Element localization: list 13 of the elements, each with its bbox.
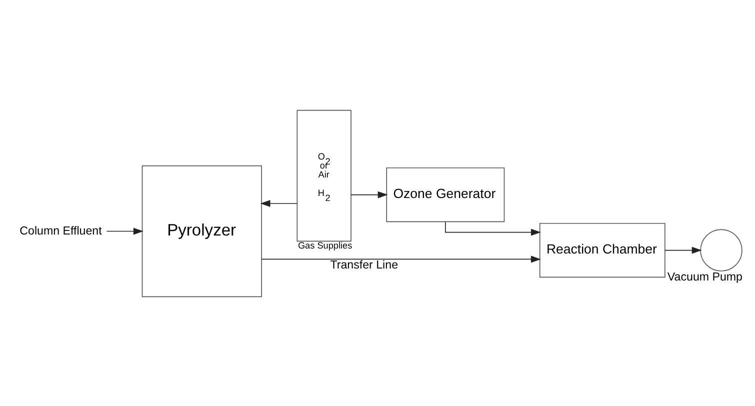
arrow: [260, 200, 298, 206]
arrow: [350, 190, 388, 198]
node-label: Vacuum Pump: [667, 270, 742, 283]
node-label: Gas Supplies: [298, 240, 352, 250]
edge-label: Transfer Line: [330, 258, 398, 271]
arrow: [664, 246, 702, 254]
node-box: Ozone Generator: [386, 166, 505, 222]
arrow: [106, 227, 144, 234]
arrow: [261, 255, 541, 262]
node-box: Reaction Chamber: [539, 222, 666, 278]
node-box: Pyrolyzer: [142, 164, 262, 297]
node-text: Column Effluent: [20, 224, 102, 237]
node-circle: [700, 228, 742, 271]
